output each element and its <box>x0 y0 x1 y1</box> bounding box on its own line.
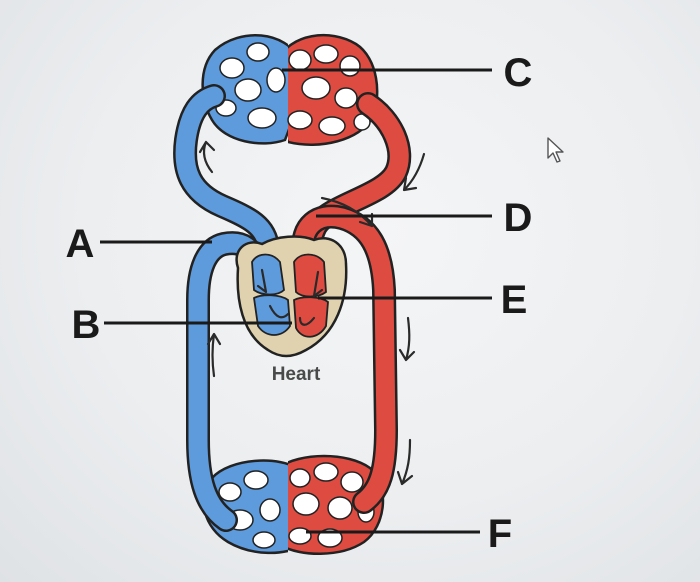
label-c: C <box>504 51 533 95</box>
label-f: F <box>488 512 512 556</box>
label-d: D <box>504 196 533 240</box>
upper-capillary-bed <box>203 35 378 145</box>
label-a: A <box>66 222 95 266</box>
label-b: B <box>72 303 101 347</box>
heart <box>237 237 347 356</box>
mouse-pointer-icon <box>548 138 563 162</box>
label-e: E <box>501 278 528 322</box>
heart-label: Heart <box>272 364 321 385</box>
